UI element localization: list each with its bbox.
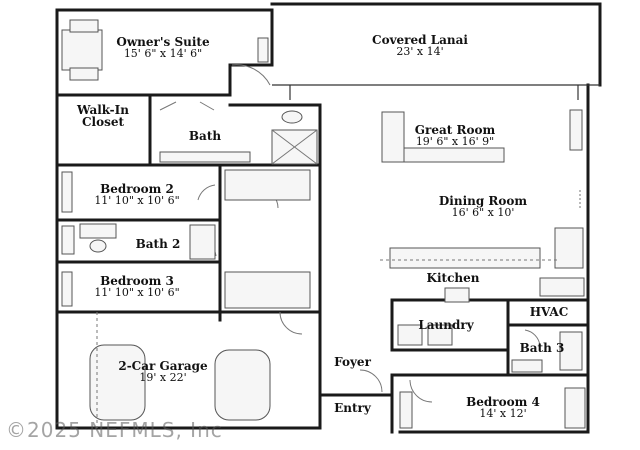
room-bedroom-4: Bedroom 4 14' x 12' — [448, 396, 558, 419]
room-covered-lanai: Covered Lanai 23' x 14' — [345, 34, 495, 57]
room-name: Foyer — [334, 355, 371, 369]
room-foyer: Foyer — [325, 356, 380, 368]
room-name: Covered Lanai — [372, 33, 468, 47]
room-bedroom-2: Bedroom 2 11' 10" x 10' 6" — [62, 183, 212, 206]
room-laundry: Laundry — [408, 319, 484, 331]
dotted-lines — [96, 190, 581, 428]
room-bedroom-3: Bedroom 3 11' 10" x 10' 6" — [62, 275, 212, 298]
interior-walls — [55, 63, 590, 434]
room-owners-suite: Owner's Suite 15' 6" x 14' 6" — [93, 36, 233, 59]
room-entry: Entry — [325, 402, 380, 414]
room-name: Bath 3 — [519, 341, 565, 355]
room-name: Bedroom 4 — [466, 395, 540, 409]
room-garage: 2-Car Garage 19' x 22' — [108, 360, 218, 383]
room-dining-room: Dining Room 16' 6" x 10' — [408, 195, 558, 218]
room-name: Kitchen — [426, 271, 480, 285]
room-hvac: HVAC — [518, 306, 580, 318]
room-dimensions: 16' 6" x 10' — [451, 206, 515, 219]
room-bath: Bath — [180, 130, 230, 142]
room-name: Laundry — [418, 318, 474, 332]
room-dimensions: 11' 10" x 10' 6" — [94, 194, 180, 207]
room-dimensions: 11' 10" x 10' 6" — [94, 286, 180, 299]
room-bath-3: Bath 3 — [512, 342, 572, 354]
room-name: Entry — [334, 401, 371, 415]
room-bath-2: Bath 2 — [128, 238, 188, 250]
room-name: Great Room — [414, 123, 496, 137]
room-name: Bedroom 2 — [100, 182, 174, 196]
room-great-room: Great Room 19' 6" x 16' 9" — [385, 124, 525, 147]
room-name: Walk-In Closet — [77, 103, 129, 129]
room-dimensions: 19' x 22' — [139, 371, 187, 384]
room-name: 2-Car Garage — [118, 359, 208, 373]
room-name: Bedroom 3 — [100, 274, 174, 288]
copyright-watermark: ©2025 NEFMLS, Inc — [6, 418, 223, 442]
exterior-walls — [55, 2, 602, 434]
room-dimensions: 15' 6" x 14' 6" — [123, 47, 203, 60]
room-dimensions: 14' x 12' — [479, 407, 527, 420]
room-dimensions: 23' x 14' — [396, 45, 444, 58]
room-name: Bath 2 — [135, 237, 181, 251]
room-walk-in-closet: Walk-In Closet — [68, 104, 138, 128]
room-name: Owner's Suite — [116, 35, 210, 49]
room-kitchen: Kitchen — [418, 272, 488, 284]
room-dimensions: 19' 6" x 16' 9" — [415, 135, 495, 148]
room-name: Bath — [188, 129, 222, 143]
fixtures — [61, 19, 586, 429]
room-name: Dining Room — [438, 194, 528, 208]
room-name: HVAC — [529, 305, 569, 319]
lanai-outline — [272, 84, 600, 100]
